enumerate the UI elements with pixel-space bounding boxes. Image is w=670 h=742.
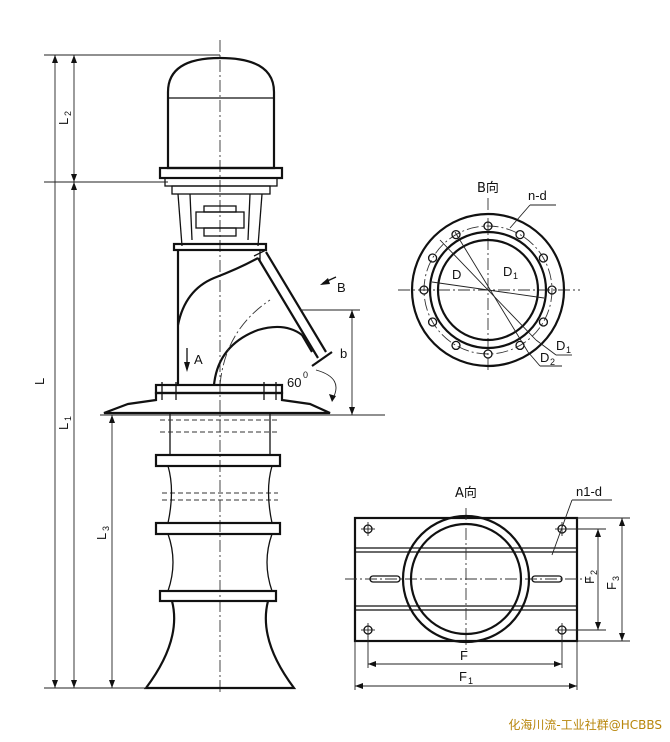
pump-column (143, 413, 297, 690)
flange-D2-label: D (540, 350, 549, 365)
view-B-title: B向 (477, 180, 499, 196)
flange-ring-circle (428, 230, 548, 350)
base-corner-holes (361, 522, 569, 637)
dim-L2-sub: 2 (63, 111, 73, 116)
dim-D-line (431, 281, 545, 299)
flange-D1-inner-sub: 1 (513, 271, 518, 281)
flange-D1-inner-label: D (503, 264, 512, 279)
flange-n-d-label: n-d (528, 188, 547, 203)
view-A-title: A向 (455, 485, 477, 501)
bolt-circle (423, 225, 553, 355)
view-A-arrow: A (184, 348, 203, 372)
dim-F3-sub: 3 (611, 576, 621, 581)
view-B-arrow: B (320, 276, 346, 295)
motor-stand (172, 193, 268, 252)
dim-L-label: L (32, 378, 47, 385)
dim-L3-label: L (94, 533, 109, 540)
flange-D1-sub: 1 (566, 345, 571, 355)
dim-F2-sub: 2 (589, 570, 599, 575)
dim-F2-label: F (582, 576, 597, 584)
flange-D2-sub: 2 (550, 357, 555, 367)
angle-label: 60 (287, 375, 301, 390)
view-A-arrow-label: A (194, 352, 203, 367)
dim-F3-label: F (604, 582, 619, 590)
base-slot-right (531, 575, 563, 583)
base-slot-left (369, 575, 401, 583)
dim-L1-label: L (56, 423, 71, 430)
left-dimensions: L L 2 L 1 L 3 (32, 54, 220, 689)
dim-D1-line (454, 231, 529, 353)
base-n1-d-label: n1-d (576, 484, 602, 499)
dim-L2-label: L (56, 118, 71, 125)
dim-b-label: b (340, 346, 347, 361)
flange-bore-circle (436, 238, 540, 342)
view-B-arrow-label: B (337, 280, 346, 295)
dim-L1-sub: 1 (63, 416, 73, 421)
view-A-base: A向 n1-d F (345, 484, 630, 690)
flange-outer-circle (410, 212, 566, 368)
dim-L3-sub: 3 (101, 526, 111, 531)
motor (158, 56, 284, 195)
base-inner-ring (409, 522, 523, 636)
dim-F-label: F (460, 648, 468, 663)
dim-F1-sub: 1 (468, 676, 473, 686)
flange-D-label: D (452, 267, 461, 282)
flange-D1-label: D (556, 338, 565, 353)
base-outer-ring (401, 514, 531, 644)
dim-F1-label: F (459, 669, 467, 684)
watermark-text: 化海川流-工业社群@HCBBS (508, 718, 662, 732)
flange-bolt-holes (419, 221, 557, 359)
angle-degree: 0 (303, 370, 308, 380)
angle-60: 60 0 (287, 369, 337, 402)
view-B-flange: B向 n-d D (398, 180, 580, 372)
pump-elevation-view: L L 2 L 1 L 3 A B (32, 40, 385, 695)
pump-body (103, 249, 333, 415)
